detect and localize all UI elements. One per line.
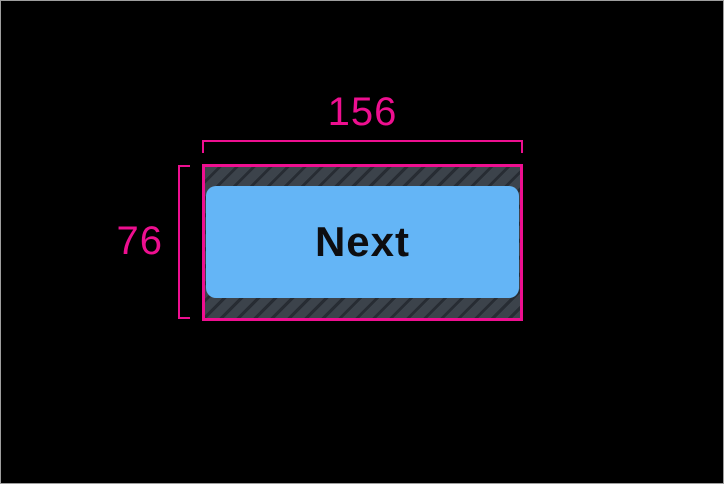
touch-target-area: Next [202,164,523,321]
height-dimension-label: 76 [116,219,163,263]
next-button-label: Next [314,218,411,265]
next-button[interactable]: Next [206,186,519,298]
width-measure-bracket [202,140,523,153]
width-dimension-label: 156 [327,90,398,134]
height-measure-bracket [178,165,190,319]
